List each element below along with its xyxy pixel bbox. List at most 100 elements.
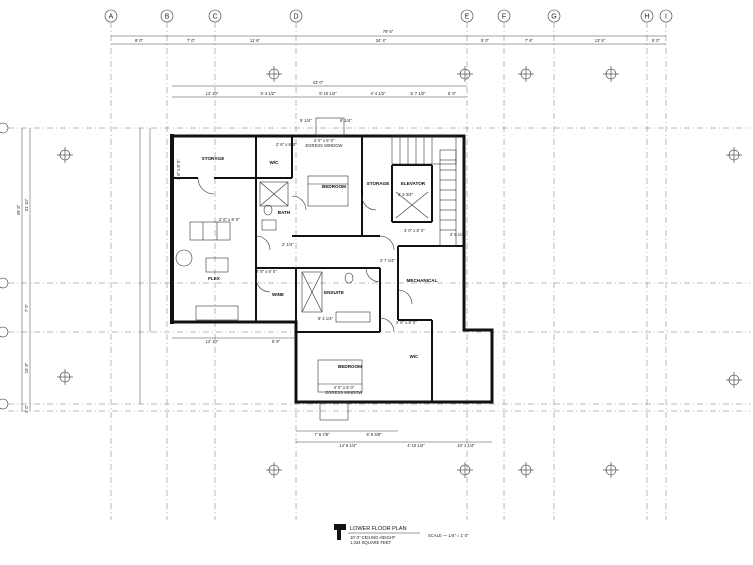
- dim-total-width: 79' 6": [383, 29, 394, 34]
- dim-left-4: 1' 0": [24, 404, 29, 413]
- room-wic-top: W/C: [270, 160, 280, 165]
- sofa-icon: [189, 221, 231, 241]
- section-marker-top-right2: [603, 66, 619, 82]
- section-marker-top-mid: [457, 66, 473, 82]
- window-tags: 4' 0" x 5' 0" EGRESS WINDOW 4' 0" x 5' 0…: [306, 138, 363, 395]
- dim-int-seg-2: 5' 3 1/2": [260, 91, 276, 96]
- dim-int-seg-3: 9' 10 1/2": [319, 91, 337, 96]
- title-ceiling: 10' 0" CEILING HEIGHT: [350, 535, 396, 540]
- room-flex: FLEX: [208, 276, 221, 281]
- interior-dimensions: 5' 1/4" 6' 1/4" 2' 1/4" 2' 9 3/4" 2' 7 1…: [282, 118, 466, 321]
- section-marker-right-upper: [726, 147, 742, 163]
- elevator-shaft: [395, 191, 429, 219]
- grid-label-I: I: [665, 14, 667, 21]
- door-tag-5: 2' 8" x 8' 0": [256, 269, 277, 274]
- section-marker-bottom-right2: [603, 462, 619, 478]
- dim-seg-7: 13' 5": [595, 38, 606, 43]
- grid-label-D: D: [293, 14, 298, 21]
- bath-fixtures: [259, 181, 289, 231]
- staircase: [391, 135, 457, 247]
- dim-int-seg-6: 5' 0": [448, 91, 457, 96]
- bottom-dim-1: 12' 10": [206, 339, 219, 344]
- grid-column-headers: A B C D E F G H I: [104, 9, 673, 23]
- toilet-icon: [263, 204, 273, 216]
- room-bedroom-top: BEDROOM: [322, 184, 346, 189]
- door-tag-1: 2' 6" x 8' 0": [276, 142, 297, 147]
- section-marker-bottom-mid: [457, 462, 473, 478]
- title-marker-icon: [334, 524, 346, 540]
- armchair-icon: [175, 249, 193, 267]
- room-wic-bottom: W/C: [410, 354, 420, 359]
- bottom-dim-6: 4' 10 1/2": [407, 443, 425, 448]
- door-tags: 2' 6" x 8' 0" 2' 8" x 8' 0" 2' 6" x 8' 0…: [176, 142, 425, 325]
- ensuite-vanity-icon: [335, 311, 371, 323]
- dim-interior-total: 43' 0": [313, 80, 324, 85]
- grid-bubble-E: E: [460, 9, 474, 23]
- sink-icon: [261, 219, 277, 231]
- grid-label-A: A: [109, 14, 114, 21]
- grid-bubble-G: G: [547, 9, 561, 23]
- title-area: 1,334 SQUARE FEET: [350, 540, 392, 545]
- top-dimensions: 79' 6" 8' 0" 7' 0" 11' 6" 34' 4" 5' 0" 7…: [111, 29, 666, 98]
- ensuite-toilet-icon: [344, 272, 354, 284]
- dim-seg-3: 11' 6": [250, 38, 261, 43]
- room-storage-mid: STORAGE: [367, 181, 390, 186]
- door-tag-6: 2' 6" x 8' 0": [396, 320, 417, 325]
- bottom-dimensions: 12' 10" 5' 8" 7' 6 7/8" 6' 9 3/8" 14' 6 …: [172, 337, 492, 448]
- beds: [307, 175, 363, 393]
- coffee-table-icon: [205, 257, 229, 273]
- section-marker-bottom-right1: [518, 462, 534, 478]
- title-scale: SCALE — 1/4" = 1' 0": [428, 533, 469, 538]
- dim-int-seg-5: 5' 7 1/2": [410, 91, 426, 96]
- ensuite-fixtures: [301, 271, 371, 323]
- room-wine: WINE: [272, 292, 284, 297]
- grid-label-C: C: [212, 14, 217, 21]
- bottom-dim-4: 6' 9 3/8": [366, 432, 382, 437]
- door-tag-4: 3' 0" x 8' 0": [404, 228, 425, 233]
- grid-lines-vertical: [110, 22, 667, 520]
- room-ensuite: ENSUITE: [324, 290, 344, 295]
- dim-left-1: 31' 10": [24, 198, 29, 211]
- dim-seg-5: 5' 0": [481, 38, 490, 43]
- misc-dim-4: 2' 9 3/4": [398, 192, 414, 197]
- dim-seg-1: 8' 0": [135, 38, 144, 43]
- window-top-note: EGRESS WINDOW: [306, 143, 343, 148]
- grid-bubble-A: A: [104, 9, 118, 23]
- section-marker-left-upper: [57, 147, 73, 163]
- grid-bubble-D: D: [289, 9, 303, 23]
- misc-dim-5: 2' 7 1/4": [380, 258, 396, 263]
- misc-dim-1: 5' 1/4": [300, 118, 312, 123]
- bottom-dim-5: 14' 6 1/4": [339, 443, 357, 448]
- bottom-dim-7: 10' 1 1/4": [457, 443, 475, 448]
- dim-left-2: 7' 0": [24, 303, 29, 312]
- dim-seg-8: 5' 0": [652, 38, 661, 43]
- section-marker-right-lower: [726, 372, 742, 388]
- section-marker-top-left: [266, 66, 282, 82]
- bed-top-icon: [307, 175, 349, 207]
- section-marker-top-right1: [518, 66, 534, 82]
- door-tag-3: 2' 6" x 8' 0": [219, 217, 240, 222]
- grid-bubble-I: I: [659, 9, 673, 23]
- misc-dim-2: 6' 1/4": [340, 118, 352, 123]
- grid-bubble-B: B: [160, 9, 174, 23]
- room-storage-left: STORAGE: [202, 156, 225, 161]
- flex-furniture: [175, 221, 239, 321]
- grid-label-F: F: [502, 14, 506, 21]
- room-mechanical: MECHANICAL: [407, 278, 438, 283]
- grid-bubble-C: C: [208, 9, 222, 23]
- room-elevator: ELEVATOR: [401, 181, 426, 186]
- egress-window-top: [315, 117, 345, 137]
- door-tag-2: 2' 8" x 8' 0": [176, 159, 181, 180]
- left-dimensions: 49' 8" 31' 10" 7' 0" 10' 8" 1' 0": [16, 128, 151, 413]
- door-swings: [197, 177, 413, 333]
- section-marker-bottom-left: [266, 462, 282, 478]
- dim-int-seg-1: 12' 10": [206, 91, 219, 96]
- title-name: LOWER FLOOR PLAN: [350, 526, 407, 532]
- dim-seg-2: 7' 0": [187, 38, 196, 43]
- egress-windows: [315, 117, 349, 421]
- dim-seg-6: 7' 6": [525, 38, 534, 43]
- grid-label-H: H: [644, 14, 649, 21]
- dim-left-3: 10' 8": [24, 362, 29, 373]
- section-markers: [57, 66, 742, 478]
